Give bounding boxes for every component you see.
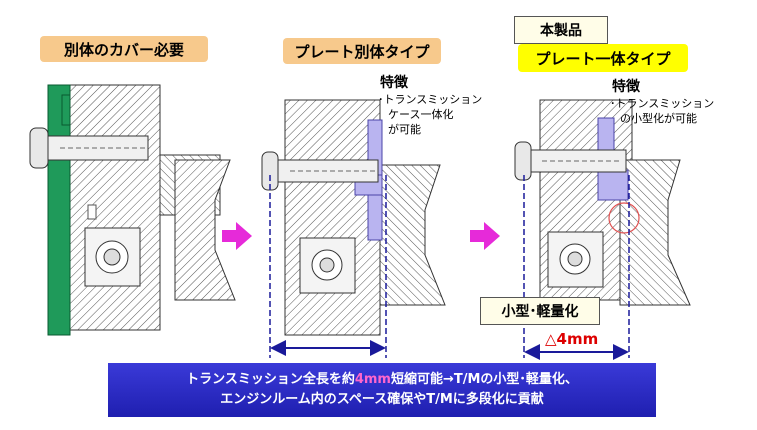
highlight-circle [608,202,640,234]
bolt-head [514,141,532,181]
callout-right: プレート一体タイプ [518,44,688,72]
bolt-head [29,127,49,169]
feature-title-middle: 特徴 [380,75,408,91]
banner-line-1: トランスミッション全長を約4mm短縮可能→T/Mの小型･軽量化、 [186,370,578,390]
product-label: 本製品 [514,16,608,44]
banner-line-1-pre: トランスミッション全長を約 [186,372,355,387]
panel-middle-drawing [261,99,446,358]
feature-line-1-right: ･トランスミッション [610,97,715,110]
feature-line-2-middle: ケース一体化 [388,108,454,121]
panel-left-drawing [29,84,236,336]
banner-line-1-highlight: 4mm [354,372,391,387]
feature-title-right: 特徴 [612,79,640,95]
callout-middle: プレート別体タイプ [283,38,441,64]
size-reduction-label: 小型･軽量化 [480,297,600,325]
bolt-shank [47,135,149,161]
summary-banner: トランスミッション全長を約4mm短縮可能→T/Mの小型･軽量化、 エンジンルーム… [108,363,656,417]
transition-arrow-1 [222,222,252,250]
banner-line-2: エンジンルーム内のスペース確保やT/Mに多段化に貢献 [220,392,544,407]
feature-line-1-middle: ･トランスミッション [378,93,483,106]
banner-line-1-post: 短縮可能→T/Mの小型･軽量化、 [390,372,578,387]
bolt-shank [277,159,379,183]
feature-line-2-right: の小型化が可能 [620,112,697,125]
feature-line-3-middle: が可能 [388,123,421,136]
transition-arrow-2 [470,222,500,250]
panel-right-drawing [514,99,691,360]
dimension-label: △4mm [545,330,599,348]
callout-left: 別体のカバー必要 [40,36,208,62]
